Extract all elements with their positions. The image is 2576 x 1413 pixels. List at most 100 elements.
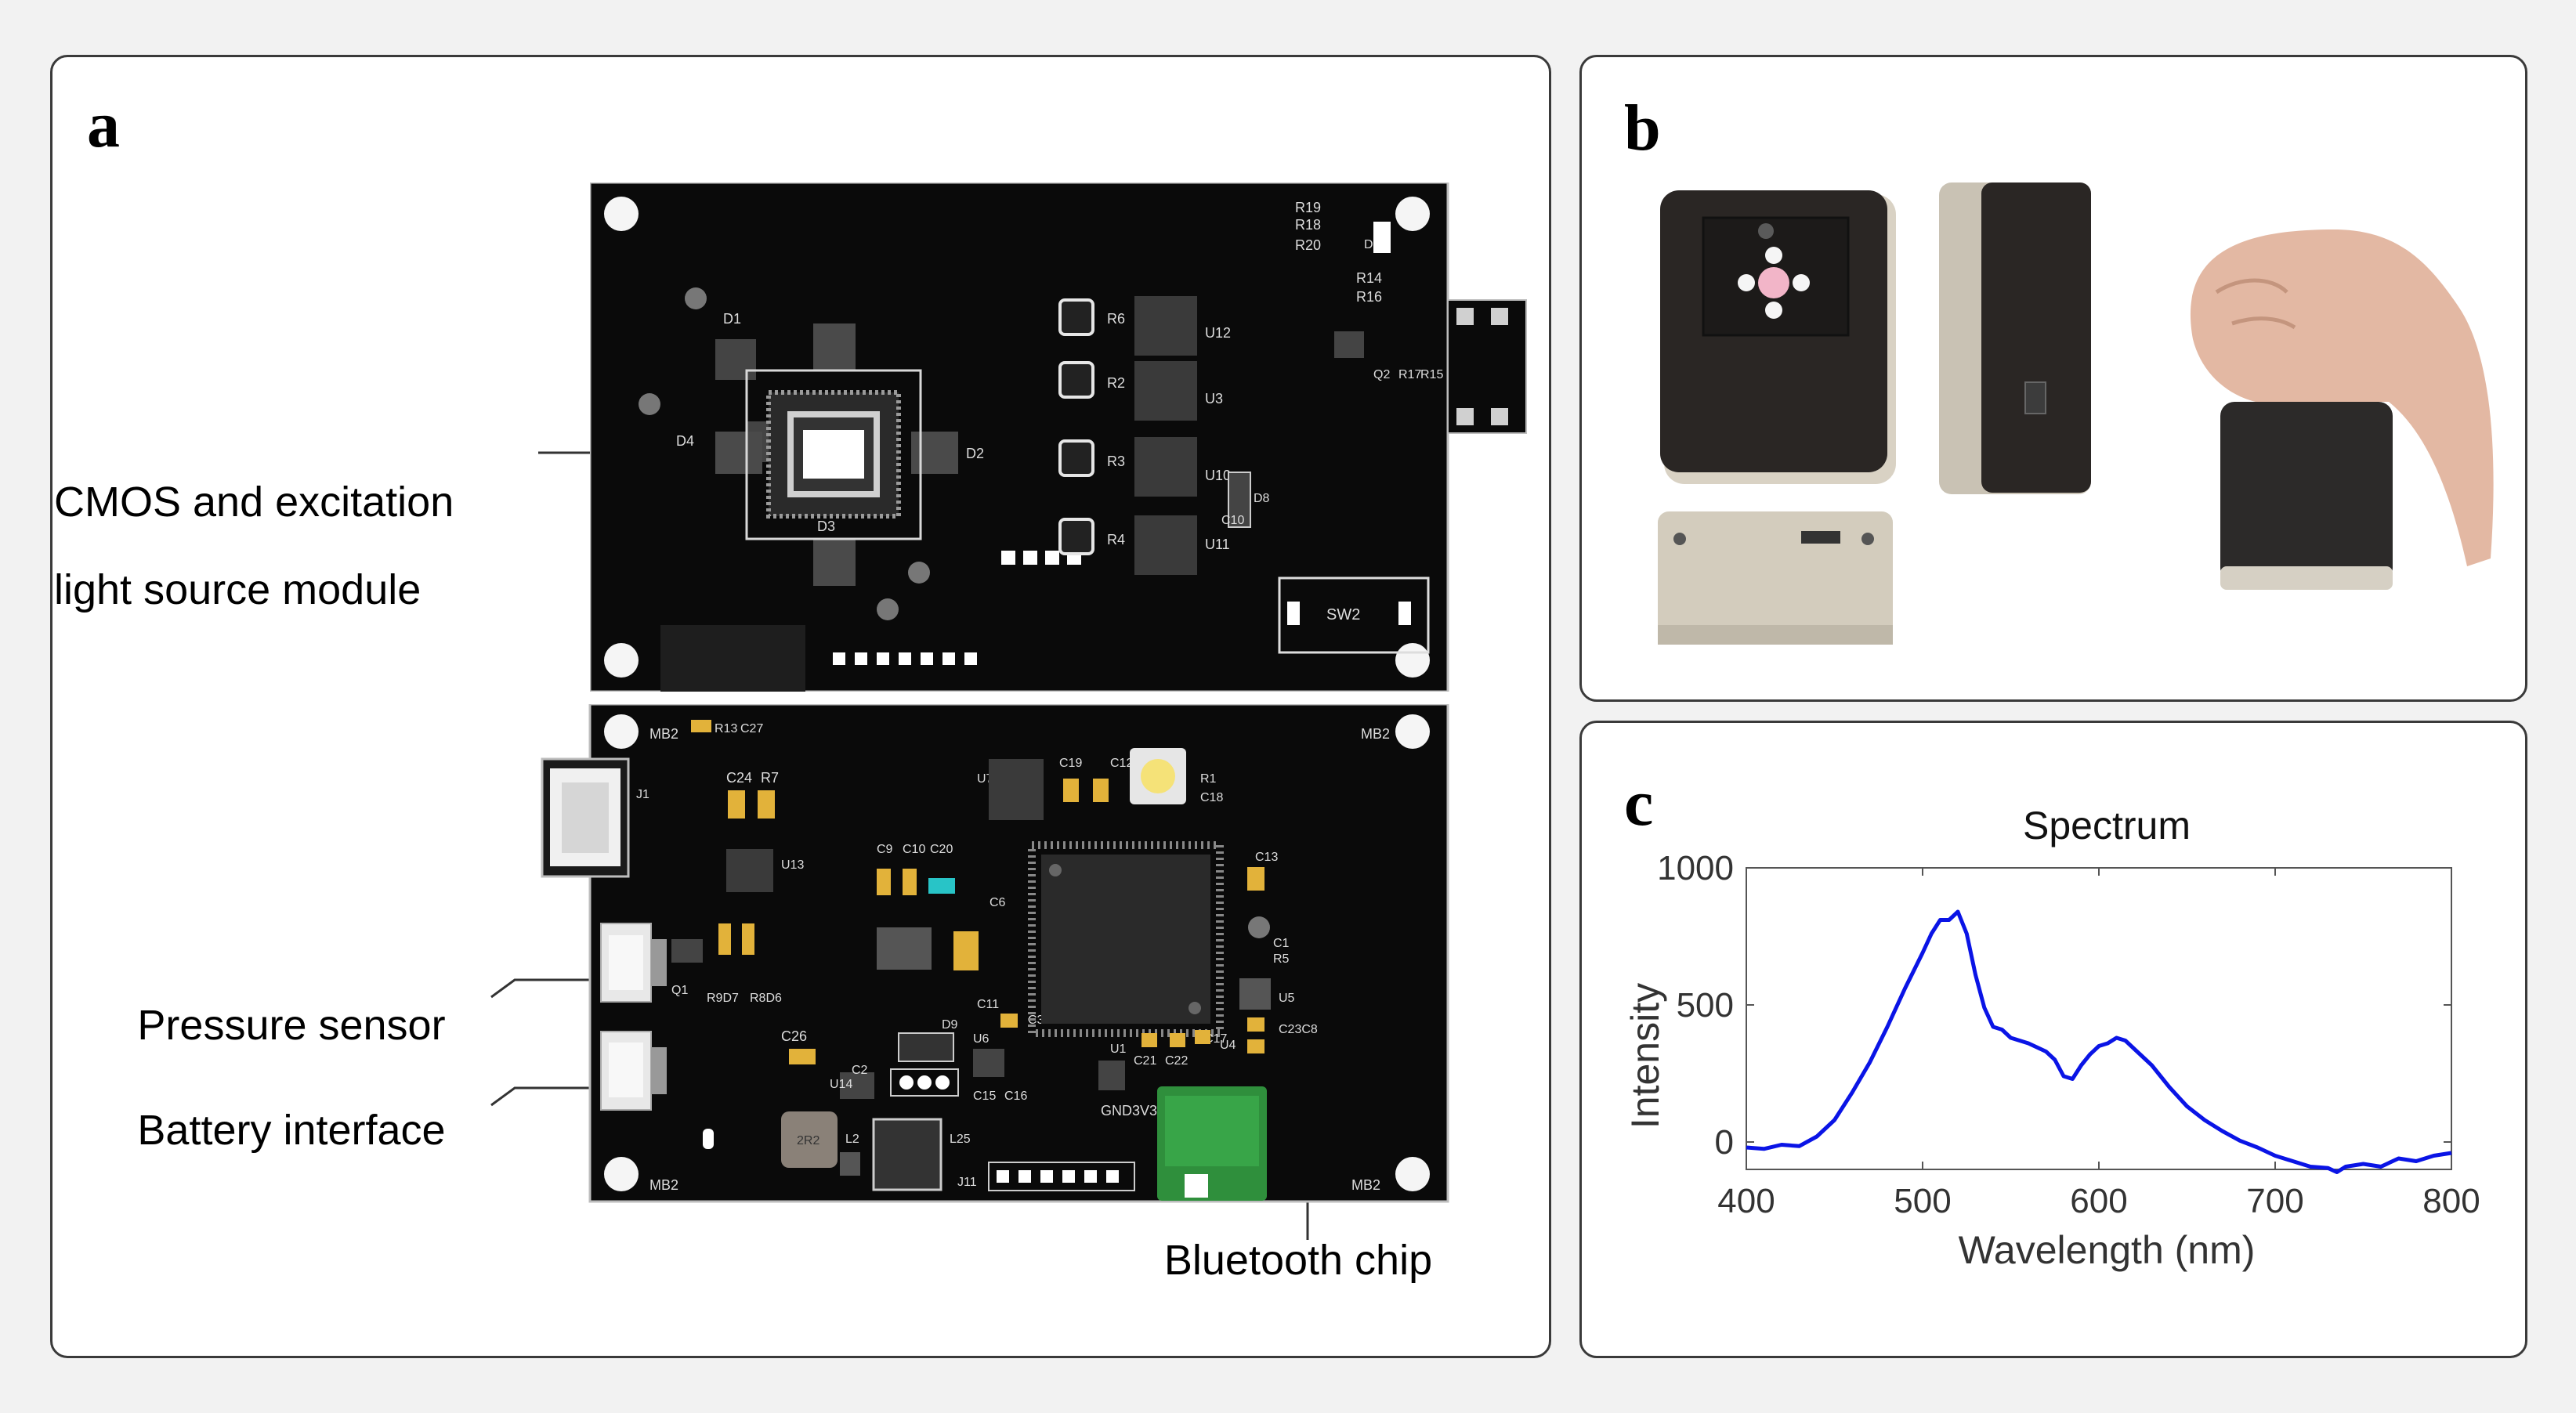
silk-r4: R4 xyxy=(1107,532,1125,547)
silk-r2: R2 xyxy=(1107,375,1125,391)
silk-r6: R6 xyxy=(1107,311,1125,327)
label-battery-interface: Battery interface xyxy=(137,1107,446,1154)
x-axis-label: Wavelength (nm) xyxy=(1959,1228,2256,1272)
device-on-wrist xyxy=(2190,229,2494,590)
silk-r13: R13 xyxy=(715,722,737,735)
silk-ind: 2R2 xyxy=(797,1134,819,1147)
silk-c1: C1 xyxy=(1273,937,1290,950)
silk-c20: C20 xyxy=(930,843,953,856)
silk-c11: C11 xyxy=(977,998,999,1011)
silk-c26: C26 xyxy=(781,1028,807,1044)
silk-j1: J1 xyxy=(636,788,649,801)
y-tick-label: 500 xyxy=(1677,986,1734,1025)
silk-u4: U4 xyxy=(1220,1039,1236,1052)
silk-c23c8: C23C8 xyxy=(1279,1023,1318,1036)
silk-q2: Q2 xyxy=(1373,368,1390,381)
silk-c2: C2 xyxy=(852,1064,868,1077)
silk-c3: C3 xyxy=(1028,1014,1044,1027)
silk-mb2-br: MB2 xyxy=(1351,1177,1380,1193)
silk-j11: J11 xyxy=(957,1176,977,1189)
silk-l2: L2 xyxy=(845,1133,859,1146)
silk-d1: D1 xyxy=(723,311,741,327)
silk-r19: R19 xyxy=(1295,200,1321,215)
panel-letter-a: a xyxy=(87,89,120,161)
silk-mb2-bl: MB2 xyxy=(649,1177,678,1193)
silk-c15: C15 xyxy=(973,1090,996,1103)
pcb-bottom-board: J1 MB2 MB2 MB2 MB2 R13 C27 C24 R7 U13 Q1… xyxy=(541,704,1449,1203)
silk-r1: R1 xyxy=(1200,772,1217,786)
y-axis-label: Intensity xyxy=(1623,983,1667,1129)
spectrum-chart: Spectrum Wavelength (nm) Intensity 400 50… xyxy=(1623,804,2480,1272)
silk-d2: D2 xyxy=(966,446,984,461)
silk-d3: D3 xyxy=(817,519,835,534)
silk-u1: U1 xyxy=(1110,1043,1127,1056)
pcb-top-board: D1 D2 D3 D4 R6 R2 R3 R4 U12 U3 U10 U11 xyxy=(590,182,1527,692)
x-tick-label: 700 xyxy=(2246,1182,2303,1220)
label-pressure-sensor: Pressure sensor xyxy=(137,1002,446,1049)
silk-c16: C16 xyxy=(1004,1090,1027,1103)
silk-c22: C22 xyxy=(1165,1054,1188,1068)
silk-u12: U12 xyxy=(1205,325,1231,341)
silk-u13: U13 xyxy=(781,858,804,872)
silk-d9: D9 xyxy=(942,1018,958,1032)
silk-c10t: C10 xyxy=(1221,514,1244,527)
silk-gnd3v3: GND3V3 xyxy=(1101,1103,1157,1118)
silk-c24: C24 xyxy=(726,770,752,786)
label-cmos-line2: light source module xyxy=(54,566,421,613)
panel-b: b xyxy=(1579,55,2527,702)
silk-r20: R20 xyxy=(1295,237,1321,253)
device-side-view xyxy=(1939,182,2091,494)
silk-r15: R15 xyxy=(1420,368,1443,381)
silk-r5: R5 xyxy=(1273,952,1290,966)
label-bluetooth-chip: Bluetooth chip xyxy=(1163,1237,1433,1284)
silk-mb2-tl: MB2 xyxy=(649,726,678,742)
silk-u3: U3 xyxy=(1205,391,1223,407)
panel-letter-b: b xyxy=(1624,92,1661,164)
panel-a: a CMOS and excitation light source modul… xyxy=(50,55,1551,1358)
device-bottom-view xyxy=(1658,511,1893,645)
leader-lines xyxy=(490,451,1309,1240)
silk-mb2-tr: MB2 xyxy=(1361,726,1390,742)
silk-r16: R16 xyxy=(1356,289,1382,305)
panel-c: c Spectrum Wavelength (nm) Intensity 400… xyxy=(1579,721,2527,1358)
y-tick-label: 1000 xyxy=(1657,849,1734,887)
chart-title: Spectrum xyxy=(2023,804,2191,847)
silk-q1: Q1 xyxy=(671,984,688,997)
x-tick-label: 400 xyxy=(1717,1182,1775,1220)
silk-c18: C18 xyxy=(1200,791,1223,804)
silk-c19: C19 xyxy=(1059,757,1082,770)
silk-d4: D4 xyxy=(676,433,694,449)
label-cmos-line1: CMOS and excitation xyxy=(54,479,454,526)
plot-area: 400 500 600 700 800 0 500 1000 xyxy=(1657,849,2480,1220)
silk-c21: C21 xyxy=(1134,1054,1156,1068)
silk-r3: R3 xyxy=(1107,454,1125,469)
x-tick-label: 800 xyxy=(2422,1182,2480,1220)
silk-r7: R7 xyxy=(761,770,779,786)
silk-c27: C27 xyxy=(740,722,763,735)
x-tick-label: 500 xyxy=(1894,1182,1951,1220)
silk-u10: U10 xyxy=(1205,468,1231,483)
silk-r17: R17 xyxy=(1398,368,1421,381)
silk-u5: U5 xyxy=(1279,992,1295,1005)
silk-r18: R18 xyxy=(1295,217,1321,233)
y-tick-label: 0 xyxy=(1715,1123,1734,1162)
silk-u11: U11 xyxy=(1205,537,1230,552)
device-front-view xyxy=(1660,190,1896,484)
panel-letter-c: c xyxy=(1624,767,1654,840)
silk-c9: C9 xyxy=(877,843,893,856)
plot-frame xyxy=(1746,867,2452,1170)
silk-c13: C13 xyxy=(1255,851,1278,864)
spectrum-series-line xyxy=(1746,909,2452,1174)
silk-u14: U14 xyxy=(830,1078,852,1091)
silk-r14: R14 xyxy=(1356,270,1382,286)
silk-r9d7: R9D7 xyxy=(707,992,739,1005)
silk-l25: L25 xyxy=(950,1133,971,1146)
silk-c6: C6 xyxy=(990,896,1006,909)
silk-r8d6: R8D6 xyxy=(750,992,782,1005)
device-photos xyxy=(1658,182,2494,645)
silk-sw2: SW2 xyxy=(1326,606,1360,623)
silk-d8: D8 xyxy=(1254,492,1270,505)
silk-u6: U6 xyxy=(973,1032,990,1046)
x-tick-label: 600 xyxy=(2070,1182,2127,1220)
silk-c12: C12 xyxy=(1110,757,1133,770)
